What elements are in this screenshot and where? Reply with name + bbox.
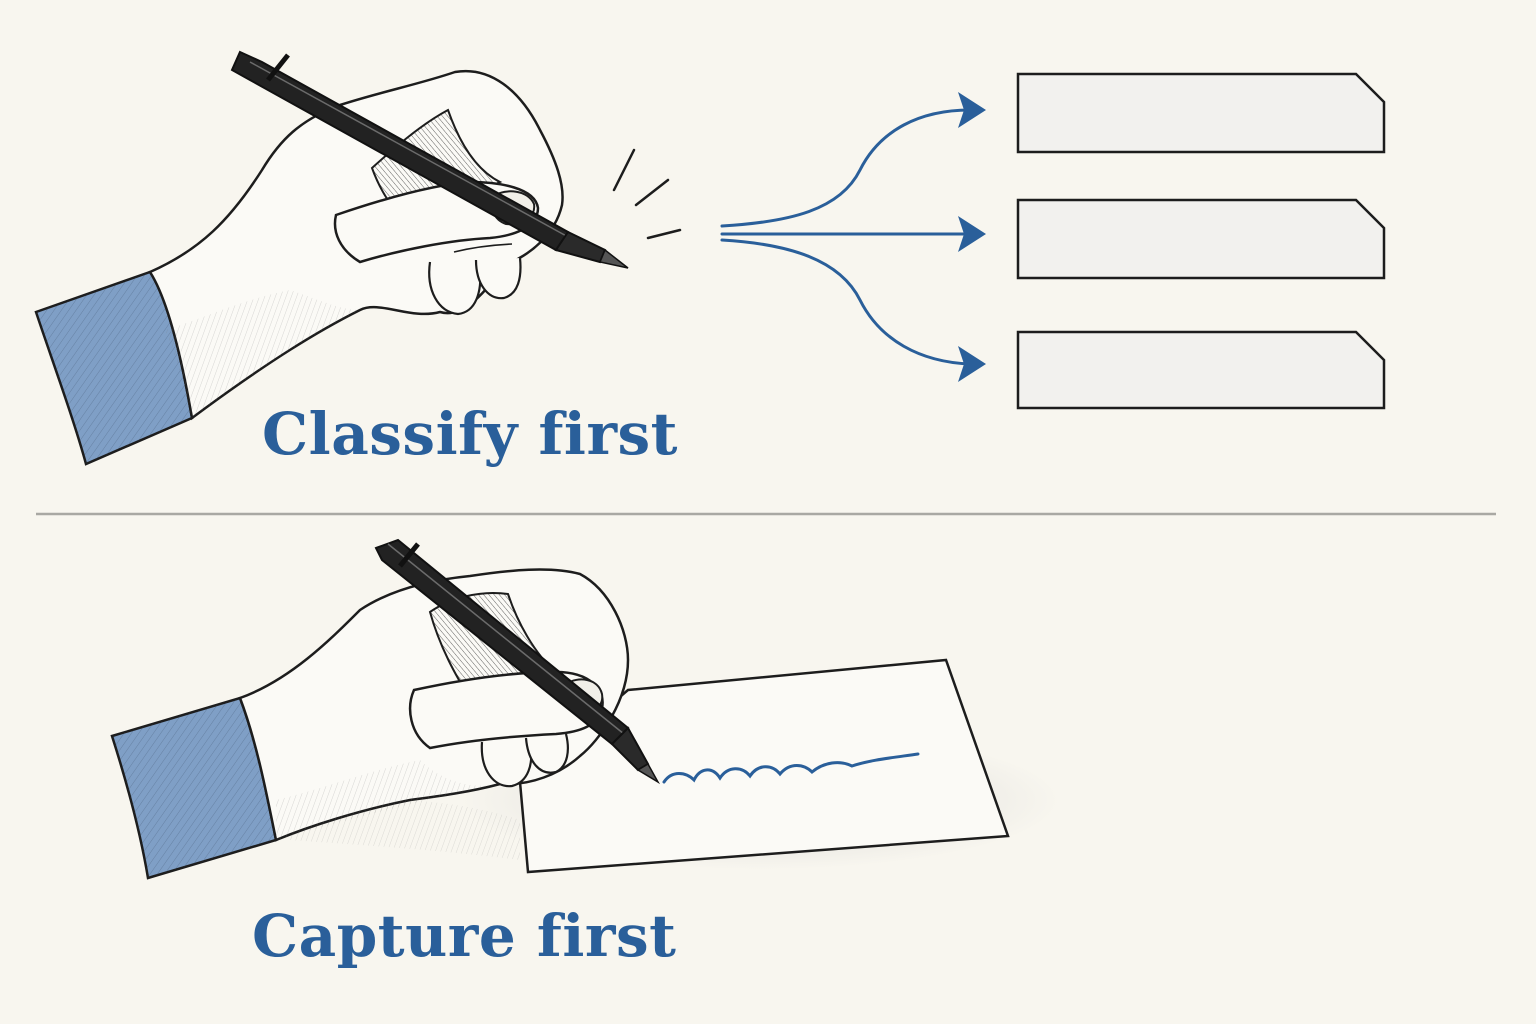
caption-capture-first: Capture first	[252, 902, 677, 970]
folder-tab-2	[1016, 198, 1386, 280]
bottom-panel	[110, 538, 1060, 880]
folder-tab-icon	[1016, 72, 1386, 410]
top-panel	[34, 50, 1386, 466]
emphasis-marks	[612, 148, 682, 240]
pen-icon	[230, 50, 629, 269]
folder-tab-3	[1016, 330, 1386, 410]
scribble-line-icon	[662, 752, 920, 784]
hand-with-pen-icon	[34, 50, 682, 466]
pen-icon	[374, 538, 661, 785]
branching-arrows-icon	[720, 108, 972, 366]
caption-classify-first: Classify first	[262, 400, 678, 468]
arrowheads	[958, 92, 986, 382]
folder-tab-1	[1016, 72, 1386, 154]
hand-writing-icon	[110, 538, 661, 880]
